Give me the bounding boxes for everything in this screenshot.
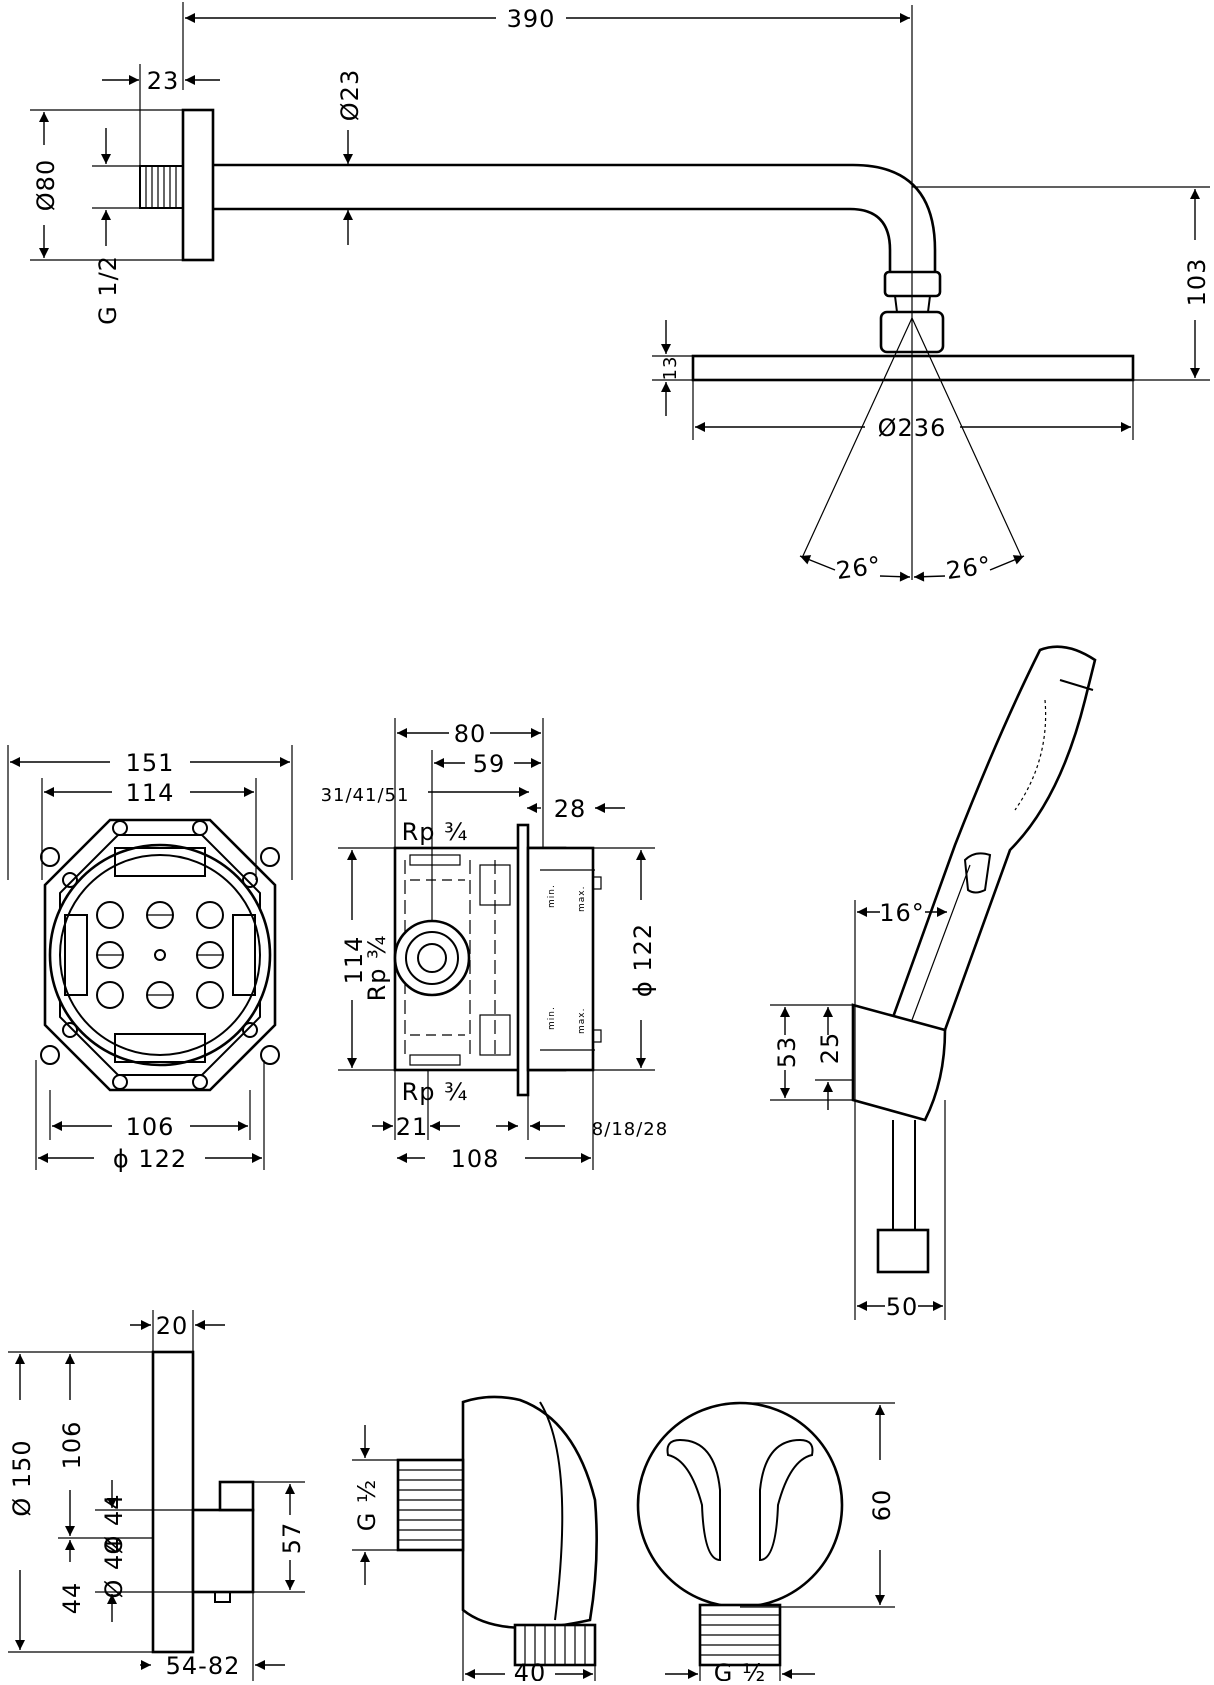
outlet-front-view: 60 G ½ [636, 1401, 896, 1685]
dim-box-depth-inner: 59 [473, 750, 506, 778]
shower-head [691, 354, 1135, 382]
hand-shower-body [890, 645, 1097, 1032]
label-max-bottom: max. [577, 1008, 587, 1034]
dim-adjust: 8/18/28 [592, 1119, 668, 1140]
dim-head-diameter: Ø236 [878, 414, 947, 442]
outlet-rosette [636, 1401, 844, 1609]
dim-knob-diameter-lower: Ø 44 [100, 1537, 128, 1598]
outlet-thread-side [396, 1458, 465, 1552]
dim-offset: 21 [396, 1113, 429, 1141]
dim-box-width-outer: 151 [126, 749, 175, 777]
dim-box-width-inner: 114 [126, 779, 175, 807]
dim-outlet-thread-bottom: G ½ [714, 1659, 767, 1681]
box-side-cover [526, 846, 595, 1072]
dim-spray-angle-right: 26° [944, 551, 993, 585]
dim-knob-height: 44 [58, 1582, 86, 1615]
hand-shower-view: 16° 53 25 50 [770, 645, 1097, 1321]
thread-connector [139, 165, 184, 209]
dim-holder-height: 53 [773, 1036, 801, 1069]
shower-arm-view: 390 23 Ø23 Ø80 G 1/2 103 13 [30, 2, 1211, 585]
outlet-side-view: G ½ 40 [352, 1395, 598, 1685]
dim-arm-diameter: Ø23 [336, 69, 364, 121]
dim-flange-diameter: Ø80 [32, 159, 60, 211]
label-min-bottom: min. [547, 1006, 557, 1030]
wall-holder [851, 1003, 947, 1122]
dim-plate-diameter: Ø 150 [8, 1439, 36, 1516]
box-side-view: min. max. min. max. Rp ¾ Rp ¾ Rp ¾ 80 [321, 718, 668, 1173]
shower-arm [213, 163, 937, 275]
outlet-body [461, 1395, 598, 1630]
label-port-top: Rp ¾ [402, 818, 469, 846]
dim-box-right-diameter: ϕ 122 [629, 923, 657, 997]
dim-plate-depth: 20 [156, 1312, 189, 1340]
dim-knob-projection: 54-82 [166, 1652, 241, 1680]
thermostat-view: 20 Ø 150 106 Ø 44 Ø 44 44 57 54-82 [8, 1310, 306, 1681]
thermostat-knob [191, 1508, 255, 1594]
dim-box-bottom-outer: ϕ 122 [113, 1145, 187, 1173]
box-front-view: 151 114 106 ϕ 122 [7, 745, 293, 1173]
dim-outlet-projection: 40 [514, 1659, 547, 1681]
dim-holder-inner: 25 [816, 1032, 844, 1065]
dim-outlet-thread: G ½ [353, 1479, 381, 1532]
dim-box-depth: 80 [454, 720, 487, 748]
dim-hand-angle: 16° [879, 899, 925, 927]
dim-arm-drop: 103 [1183, 258, 1211, 307]
dim-head-height: 13 [660, 356, 681, 381]
dim-overall-depth: 108 [451, 1145, 500, 1173]
hose-end [876, 1228, 930, 1274]
label-port-bottom: Rp ¾ [402, 1078, 469, 1106]
dim-outlet-height: 60 [868, 1489, 896, 1522]
dim-hand-width: 50 [886, 1293, 919, 1321]
dim-plate-height: 106 [58, 1421, 86, 1470]
dim-overall-width: 390 [507, 5, 556, 33]
thermostat-plate [151, 1350, 195, 1654]
thread-lines [145, 166, 177, 208]
label-port-left: Rp ¾ [363, 935, 391, 1002]
dim-install-depth: 31/41/51 [321, 785, 410, 806]
dim-plaster-depth: 28 [554, 795, 587, 823]
dim-flange-depth: 23 [147, 67, 180, 95]
dim-knob-depth: 57 [278, 1522, 306, 1555]
label-min-top: min. [547, 884, 557, 908]
dim-box-height: 114 [340, 936, 368, 985]
wall-flange [181, 108, 215, 262]
dim-box-bottom-inner: 106 [126, 1113, 175, 1141]
dim-thread: G 1/2 [94, 255, 122, 325]
box-ring [48, 843, 272, 1067]
label-max-top: max. [577, 886, 587, 912]
dim-spray-angle-left: 26° [834, 551, 883, 585]
dim-knob-diameter: Ø 44 [100, 1493, 128, 1554]
